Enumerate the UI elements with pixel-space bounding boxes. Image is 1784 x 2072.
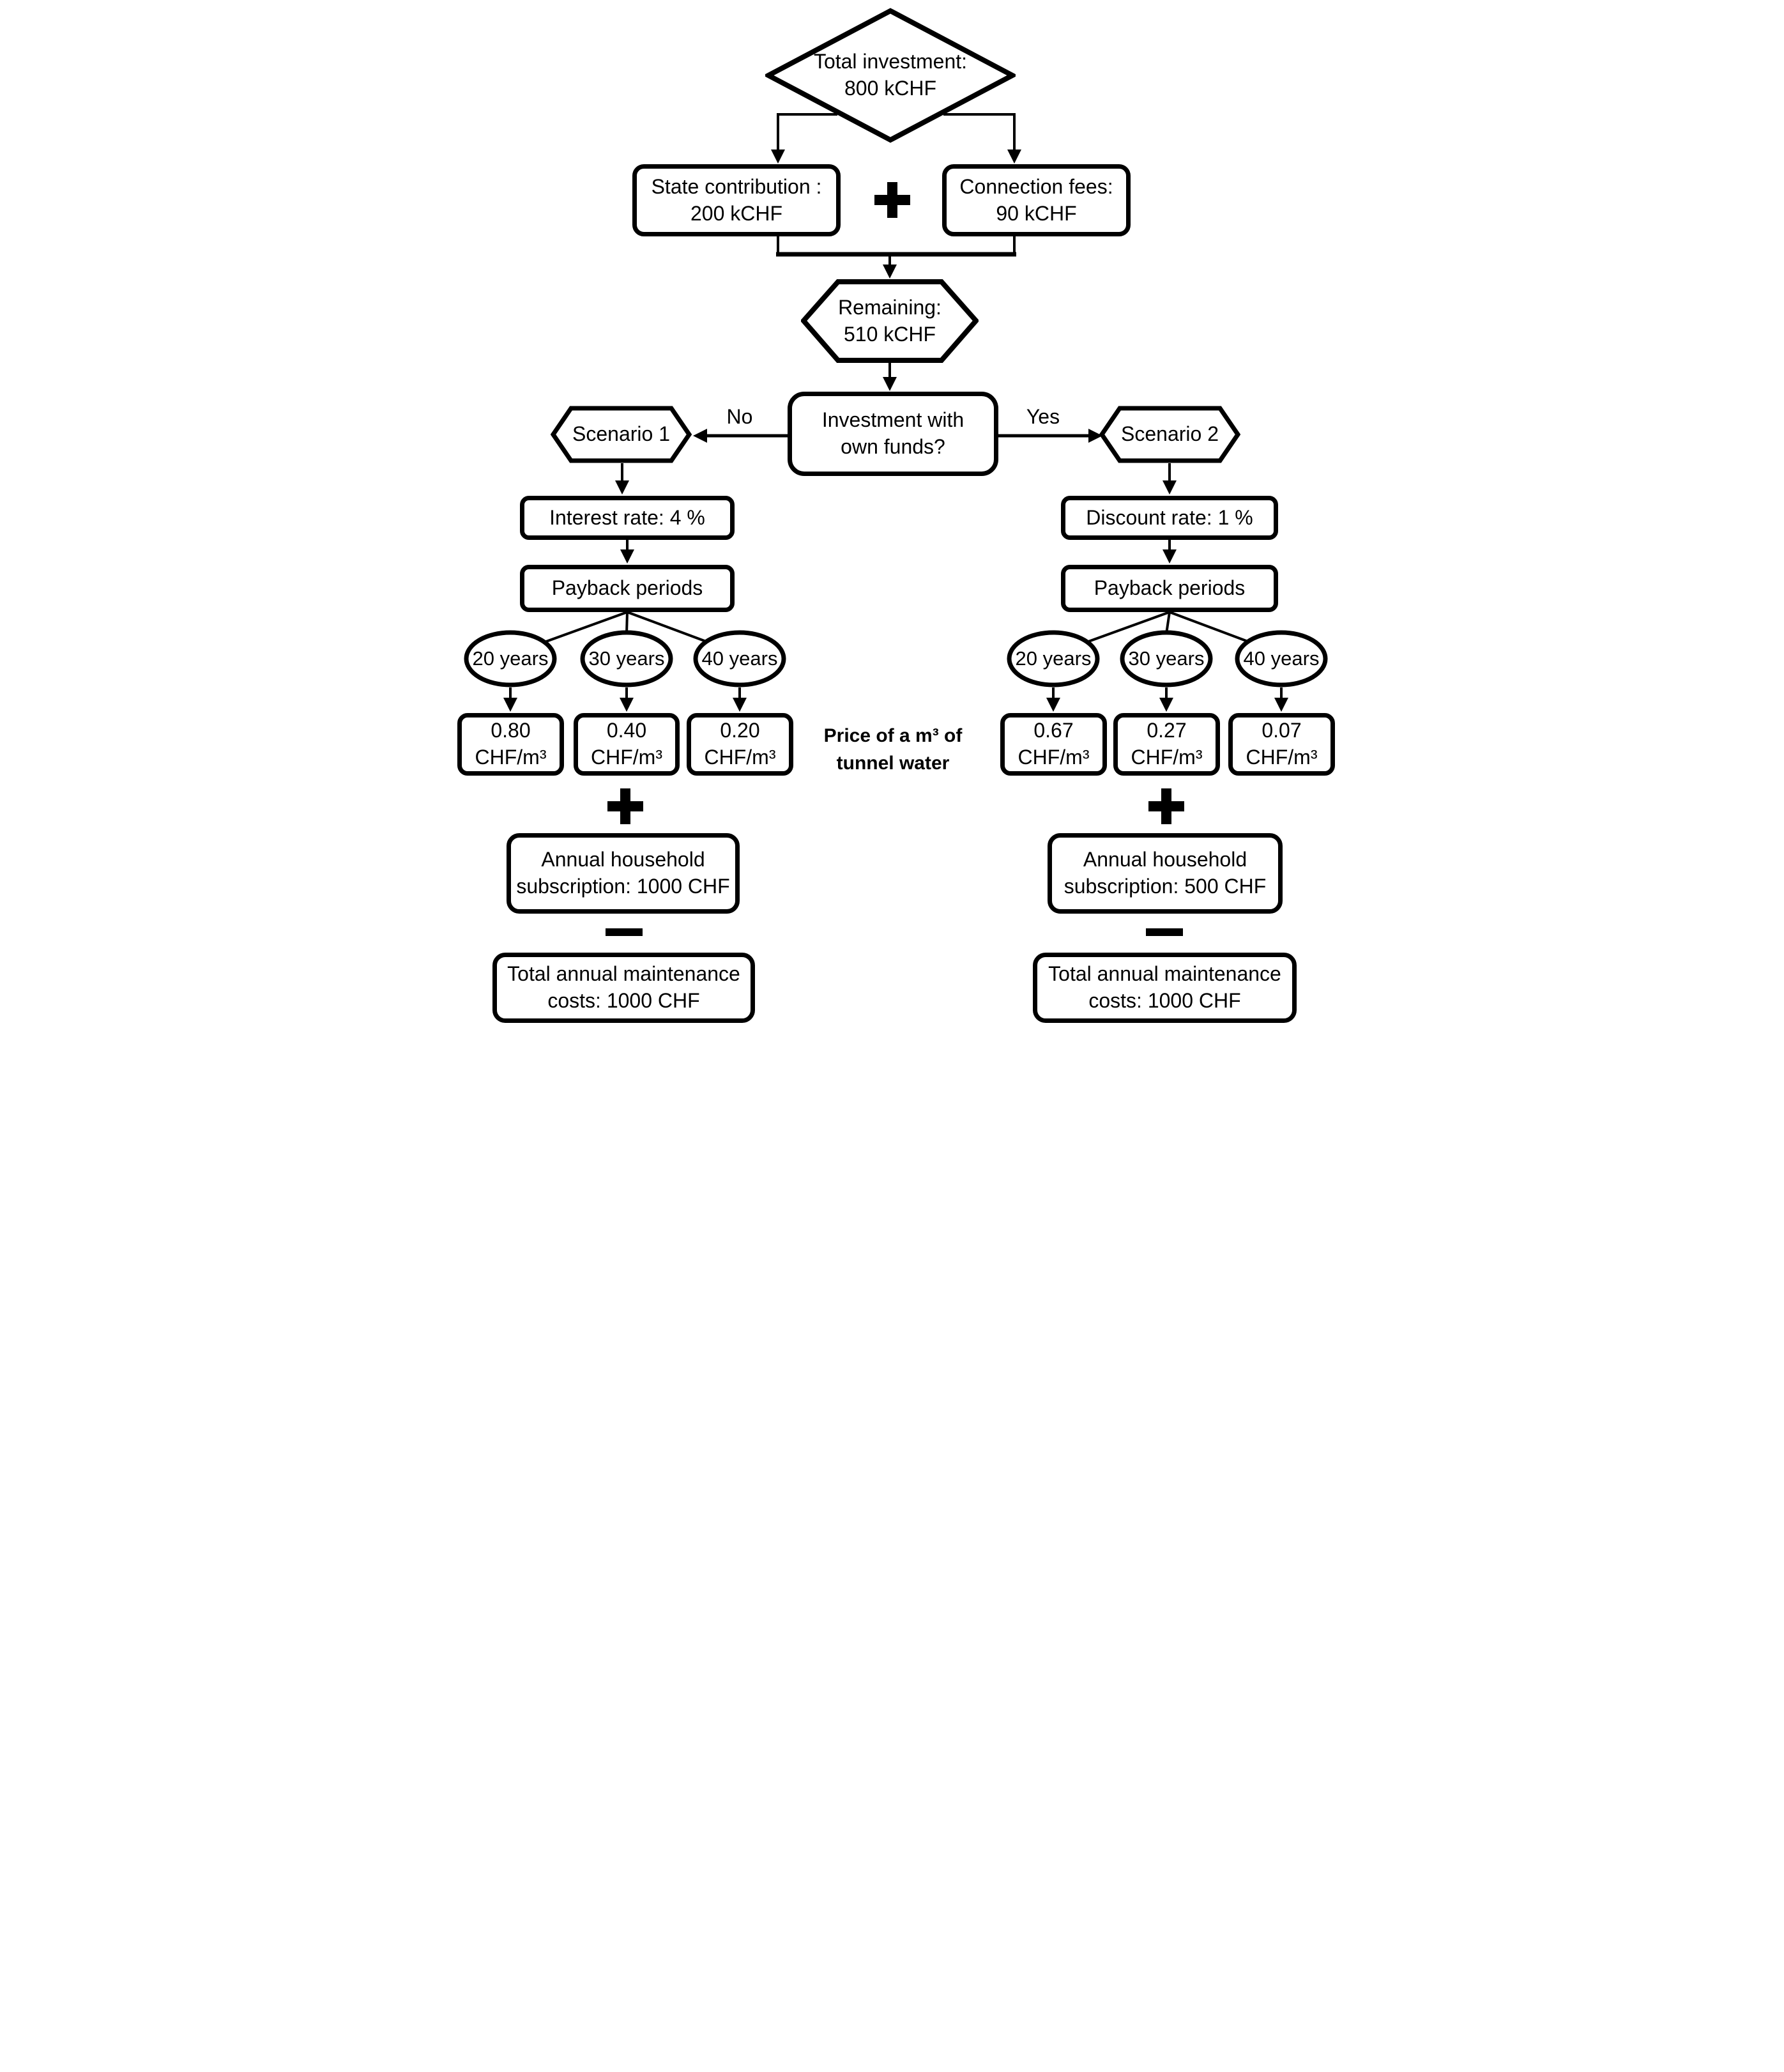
remaining-hexagon: Remaining: 510 kCHF: [801, 279, 979, 363]
price-unit: CHF/m³: [591, 746, 662, 769]
period-ellipse-s1-40y: 40 years: [693, 630, 786, 687]
price-value: 0.07: [1262, 719, 1302, 742]
interest-rate-box: Interest rate: 4 %: [520, 496, 735, 540]
scenario1-hexagon: Scenario 1: [551, 406, 692, 463]
period-ellipse-s1-20y: 20 years: [464, 630, 557, 687]
payback-periods-text-left: Payback periods: [551, 576, 703, 600]
maintenance-line1: Total annual maintenance: [507, 962, 740, 986]
connection-fees-box: Connection fees: 90 kCHF: [942, 164, 1131, 236]
connection-fees-line2: 90 kCHF: [996, 201, 1077, 225]
discount-rate-box: Discount rate: 1 %: [1061, 496, 1278, 540]
ellipse-shape: [580, 630, 673, 687]
price-box-s2-40y: 0.07 CHF/m³: [1228, 713, 1335, 776]
period-ellipse-s2-30y: 30 years: [1120, 630, 1213, 687]
hexagon-shape: [551, 406, 692, 463]
price-box-s1-30y: 0.40 CHF/m³: [574, 713, 680, 776]
price-box-s2-30y: 0.27 CHF/m³: [1113, 713, 1220, 776]
plus-icon: +: [607, 788, 643, 824]
plus-icon: +: [1148, 788, 1184, 824]
subscription-line1: Annual household: [1083, 848, 1247, 871]
maintenance-line1: Total annual maintenance: [1048, 962, 1281, 986]
state-contribution-box: State contribution : 200 kCHF: [632, 164, 841, 236]
remaining-line1: Remaining:: [838, 295, 942, 319]
ellipse-shape: [1007, 630, 1100, 687]
branch-yes-label: Yes: [1026, 404, 1060, 428]
period-label: 40 years: [701, 647, 778, 670]
subscription-line2: subscription: 1000 CHF: [516, 875, 730, 898]
price-value: 0.67: [1033, 719, 1074, 742]
connection-fees-line1: Connection fees:: [959, 174, 1113, 198]
center-label-line2: tunnel water: [836, 753, 950, 774]
price-box-s2-20y: 0.67 CHF/m³: [1000, 713, 1107, 776]
state-contribution-line2: 200 kCHF: [690, 201, 783, 225]
period-ellipse-s1-30y: 30 years: [580, 630, 673, 687]
hexagon-shape: [801, 279, 979, 363]
maintenance-line2: costs: 1000 CHF: [547, 989, 700, 1012]
decision-line1: Investment with: [821, 408, 964, 432]
scenario2-hexagon: Scenario 2: [1099, 406, 1240, 463]
price-of-tunnel-water-label: Price of a m³ of tunnel water: [804, 721, 982, 778]
subscription-line2: subscription: 500 CHF: [1064, 875, 1267, 898]
minus-operator-label: −: [1146, 928, 1147, 929]
minus-icon: −: [606, 928, 643, 936]
scenario2-name: Scenario 2: [1121, 422, 1219, 446]
plus-operator-label: +: [874, 182, 875, 183]
minus-icon: −: [1146, 928, 1183, 936]
total-investment-diamond: Total investment: 800 kCHF: [765, 8, 1016, 143]
total-investment-line1: Total investment:: [813, 50, 968, 73]
price-value: 0.40: [606, 719, 647, 742]
ellipse-shape: [1235, 630, 1328, 687]
price-unit: CHF/m³: [1018, 746, 1090, 769]
period-label: 20 years: [472, 647, 549, 670]
household-subscription-box-right: Annual household subscription: 500 CHF: [1048, 833, 1283, 914]
price-box-s1-20y: 0.80 CHF/m³: [457, 713, 564, 776]
price-unit: CHF/m³: [1246, 746, 1318, 769]
flowchart-canvas: Total investment: 800 kCHF State contrib…: [446, 0, 1338, 1036]
period-label: 30 years: [1128, 647, 1205, 670]
payback-periods-box-right: Payback periods: [1061, 565, 1278, 612]
total-investment-line2: 800 kCHF: [844, 77, 937, 100]
remaining-line2: 510 kCHF: [843, 322, 936, 346]
branch-no-label: No: [726, 404, 753, 428]
price-box-s1-40y: 0.20 CHF/m³: [687, 713, 793, 776]
discount-rate-text: Discount rate: 1 %: [1086, 505, 1253, 529]
ellipse-shape: [464, 630, 557, 687]
price-unit: CHF/m³: [704, 746, 776, 769]
interest-rate-text: Interest rate: 4 %: [549, 505, 705, 529]
price-value: 0.20: [720, 719, 760, 742]
diamond-shape: [765, 8, 1016, 143]
subscription-line1: Annual household: [541, 848, 705, 871]
period-ellipse-s2-40y: 40 years: [1235, 630, 1328, 687]
price-value: 0.80: [491, 719, 531, 742]
maintenance-costs-box-left: Total annual maintenance costs: 1000 CHF: [492, 953, 755, 1023]
decision-box: Investment with own funds?: [788, 392, 998, 476]
plus-operator-label: +: [607, 788, 608, 789]
state-contribution-line1: State contribution :: [651, 174, 822, 198]
maintenance-line2: costs: 1000 CHF: [1088, 989, 1241, 1012]
decision-line2: own funds?: [841, 435, 945, 458]
center-label-line1: Price of a m³ of: [823, 725, 963, 746]
plus-operator-label: +: [1148, 788, 1149, 789]
price-unit: CHF/m³: [475, 746, 547, 769]
period-label: 30 years: [588, 647, 665, 670]
period-label: 20 years: [1015, 647, 1092, 670]
household-subscription-box-left: Annual household subscription: 1000 CHF: [507, 833, 740, 914]
price-unit: CHF/m³: [1131, 746, 1203, 769]
ellipse-shape: [693, 630, 786, 687]
maintenance-costs-box-right: Total annual maintenance costs: 1000 CHF: [1033, 953, 1297, 1023]
period-label: 40 years: [1243, 647, 1320, 670]
price-value: 0.27: [1147, 719, 1187, 742]
plus-icon: +: [874, 182, 910, 218]
payback-periods-box-left: Payback periods: [520, 565, 735, 612]
ellipse-shape: [1120, 630, 1213, 687]
payback-periods-text-right: Payback periods: [1094, 576, 1246, 600]
hexagon-shape: [1099, 406, 1240, 463]
period-ellipse-s2-20y: 20 years: [1007, 630, 1100, 687]
scenario1-name: Scenario 1: [572, 422, 670, 446]
